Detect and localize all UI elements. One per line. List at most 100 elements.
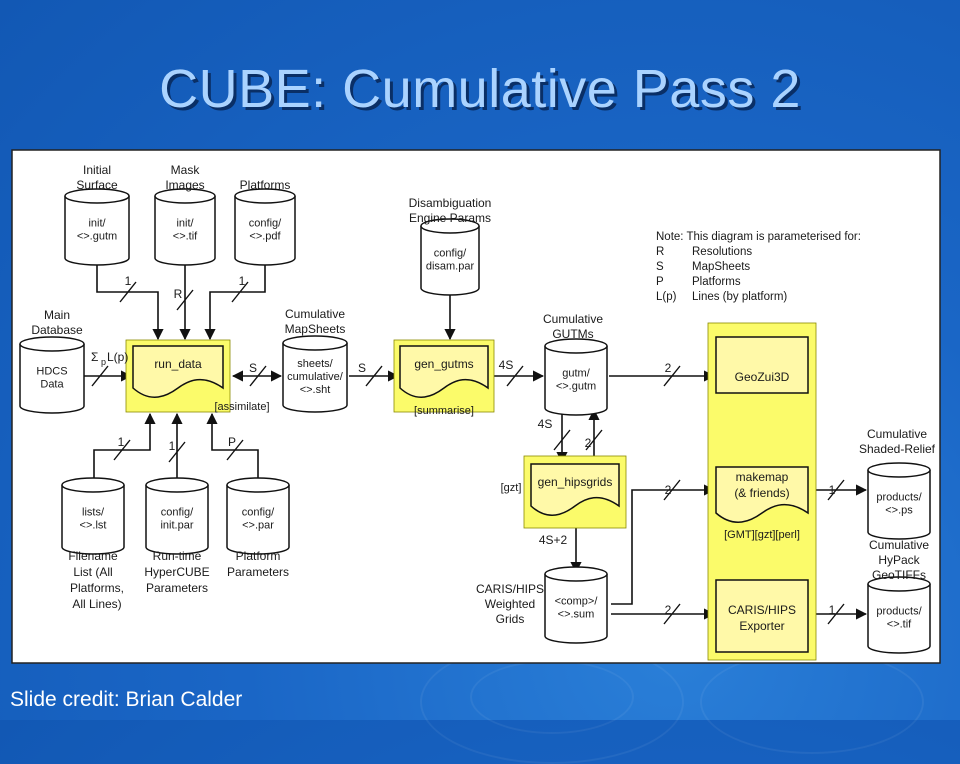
datastore-body [61,485,125,555]
datastore-label: Cumulative [543,312,603,326]
gen-hipsgrids-process: gen_hipsgrids [530,463,620,516]
note-symbol: R [656,246,664,258]
process-label: CARIS/HIPS [728,603,796,617]
multiplicity-tick [365,365,383,387]
multiplicity-tick [91,365,109,387]
edge-label: L(p) [107,350,128,364]
datastore-path-text: <>.pdf [249,231,281,243]
edge-label: S [358,361,366,375]
note-description: Lines (by platform) [692,291,787,303]
datastore-label: List (All [73,565,112,579]
datastore-label: Main [44,308,70,322]
datastore-top [544,566,608,582]
datastore-path-text: lists/ [82,507,105,519]
edge-label: 4S [538,417,553,431]
multiplicity-tick [663,365,681,387]
datastore-label: Database [31,323,83,337]
multiplicity-tick [226,439,244,461]
datastore-label: Parameters [227,565,289,579]
edge-label: 1 [829,483,836,497]
datastore-label: GeoTIFFs [872,568,926,582]
geozui3d-process: GeoZui3D [715,336,809,394]
platpar-datastore: config/<>.par [226,477,290,555]
datastore-body [145,485,209,555]
note-symbol: S [656,261,664,273]
multiplicity-tick [553,429,571,451]
edge-label: 4S [499,358,514,372]
note-description: Resolutions [692,246,752,258]
datastore-path-text: <>.tif [887,619,912,631]
datastore-path-text: cumulative/ [287,371,344,383]
datastore-path-text: HDCS [36,366,67,378]
datastore-path-text: disam.par [426,261,475,273]
datastore-label: CARIS/HIPS [476,582,544,596]
datastore-body [544,574,608,644]
note-symbol: L(p) [656,291,677,303]
ps-datastore: products/<>.ps [867,462,931,540]
multiplicity-tick [827,479,845,501]
datastore-label: Shaded-Relief [859,442,936,456]
initial-datastore: init/<>.gutm [64,188,130,266]
gutm-datastore: gutm/<>.gutm [544,338,608,416]
parameter-note: Note: This diagram is parameterised for:… [656,231,861,303]
datastore-path-text: sheets/ [297,358,333,370]
datastore-label: Grids [496,612,525,626]
edge-label: 1 [239,274,246,288]
gen-hipsgrids-tag: [gzt] [501,482,522,494]
tif-datastore: products/<>.tif [867,576,931,654]
edge-label: 1 [125,274,132,288]
datastore-path-text: <>.sum [558,609,595,621]
slide-credit: Slide credit: Brian Calder [10,688,243,711]
datastore-body [226,485,290,555]
datastore-path-text: config/ [249,218,282,230]
multiplicity-tick [168,441,186,463]
datastore-label: Mask [171,163,201,177]
multiplicity-tick [176,289,194,311]
datastore-label: Platform [236,549,281,563]
datastore-body [544,346,608,416]
multiplicity-tick [231,281,249,303]
datastore-label: Cumulative [285,307,345,321]
datastore-top [420,218,480,234]
datastore-label: Cumulative [869,538,929,552]
datastore-path-text: <comp>/ [555,596,599,608]
edge-comp-to-makemap [611,484,716,605]
datastore-body [64,196,130,266]
datastore-body [867,470,931,540]
mask-datastore: init/<>.tif [154,188,216,266]
datastore-label: Platforms, [70,581,124,595]
multiplicity-tick [119,281,137,303]
datastore-label: Parameters [146,581,208,595]
process-label: GeoZui3D [735,370,790,384]
datastore-top [867,576,931,592]
process-shape [132,345,224,398]
lists-datastore: lists/<>.lst [61,477,125,555]
run-data-process: run_data [132,345,224,398]
datastore-top [226,477,290,493]
datastore-top [19,336,85,352]
datastore-body [234,196,296,266]
edge-label: 2 [585,436,592,450]
initpar-datastore: config/init.par [145,477,209,555]
makemap-tag: [GMT][gzt][perl] [724,529,800,541]
multiplicity-tick [663,479,681,501]
datastore-path-text: config/ [161,507,194,519]
datastore-path-text: config/ [434,248,467,260]
datastore-top [145,477,209,493]
edge-label: 2 [665,483,672,497]
datastore-top [544,338,608,354]
datastore-label: HyperCUBE [144,565,209,579]
process-label: makemap [736,470,789,484]
gen-gutms-tag: [summarise] [414,405,474,417]
edge-label: p [101,357,106,367]
edge-label: Σ [91,350,98,364]
datastore-path-text: init/ [88,218,106,230]
datastore-path-text: init/ [176,218,194,230]
note-description: MapSheets [692,261,750,273]
datastore-path-text: products/ [876,492,922,504]
datastore-path-text: products/ [876,606,922,618]
multiplicity-tick [506,365,524,387]
datastore-path-text: <>.par [242,520,274,532]
edge-label: 1 [118,435,125,449]
